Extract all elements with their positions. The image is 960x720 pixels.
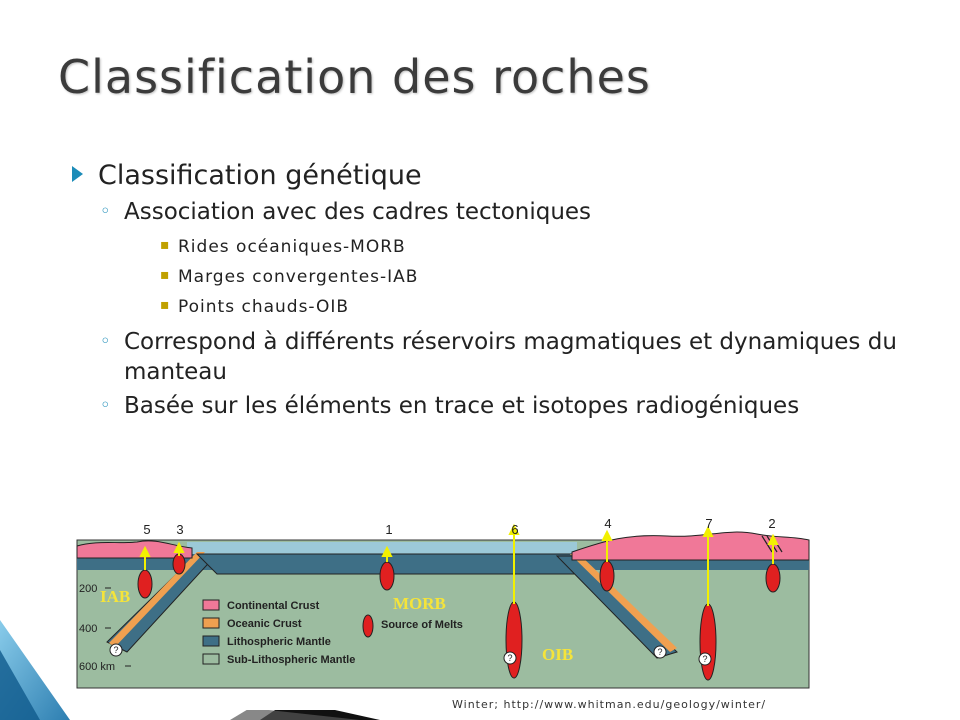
bullet-text: Marges convergentes-IAB bbox=[178, 267, 419, 287]
melt-7 bbox=[699, 603, 717, 681]
depth-axis: 200 400 600 km bbox=[79, 583, 131, 673]
legend-sub-lithospheric-mantle: Sub-Lithospheric Mantle bbox=[227, 654, 355, 666]
continental-crust-right bbox=[571, 531, 810, 561]
melt-5 bbox=[137, 569, 153, 599]
site-6: 6 bbox=[511, 522, 518, 537]
label-oib: OIB bbox=[542, 645, 573, 664]
depth-600: 600 km bbox=[79, 661, 115, 673]
legend-lithospheric-mantle: Lithospheric Mantle bbox=[227, 636, 331, 648]
bullet-level3: ▪ Rides océaniques-MORB bbox=[70, 237, 900, 257]
bullet-level3: ▪ Points chauds-OIB bbox=[70, 297, 900, 317]
label-morb: MORB bbox=[393, 594, 446, 613]
bullet-text: Basée sur les éléments en trace et isoto… bbox=[124, 393, 800, 419]
legend: Continental Crust Oceanic Crust Lithosph… bbox=[202, 599, 463, 666]
ascent-arrows bbox=[139, 523, 779, 606]
bullet-level2: ◦ Correspond à différents réservoirs mag… bbox=[70, 327, 900, 387]
svg-text:?: ? bbox=[702, 654, 707, 664]
bullet-text: Rides océaniques-MORB bbox=[178, 237, 406, 257]
oceanic-crust-right bbox=[570, 554, 677, 652]
bullet-list: Classification génétique ◦ Association a… bbox=[70, 160, 900, 425]
site-numbers: 5 3 1 6 4 7 2 bbox=[143, 516, 775, 537]
site-4: 4 bbox=[604, 516, 611, 531]
oceanic-crust-left bbox=[109, 552, 205, 647]
melt-4 bbox=[599, 560, 615, 592]
unknown-marks: ? ? ? ? bbox=[109, 643, 712, 666]
bullet-text: Correspond à différents réservoirs magma… bbox=[124, 329, 897, 385]
site-5: 5 bbox=[143, 522, 150, 537]
dot-bullet-icon: ▪ bbox=[160, 267, 171, 283]
circle-bullet-icon: ◦ bbox=[100, 201, 111, 222]
bullet-text: Association avec des cadres tectoniques bbox=[124, 199, 592, 225]
tectonic-diagram: 5 3 1 6 4 7 2 200 400 600 km ? bbox=[67, 512, 812, 710]
continental-crust-left bbox=[76, 540, 193, 559]
depth-400: 400 bbox=[79, 623, 97, 635]
legend-oceanic-crust: Oceanic Crust bbox=[227, 618, 302, 630]
melt-2 bbox=[765, 563, 781, 593]
figure-caption: Winter; http://www.whitman.edu/geology/w… bbox=[452, 698, 767, 711]
triangle-bullet-icon bbox=[72, 166, 83, 182]
site-7: 7 bbox=[705, 516, 712, 531]
bullet-level2: ◦ Association avec des cadres tectonique… bbox=[70, 197, 900, 227]
site-2: 2 bbox=[768, 516, 775, 531]
site-1: 1 bbox=[385, 522, 392, 537]
bullet-level3: ▪ Marges convergentes-IAB bbox=[70, 267, 900, 287]
circle-bullet-icon: ◦ bbox=[100, 331, 111, 352]
label-iab: IAB bbox=[100, 587, 130, 606]
melt-3 bbox=[172, 553, 186, 575]
legend-continental-crust: Continental Crust bbox=[227, 600, 320, 612]
melt-6 bbox=[505, 601, 523, 679]
svg-text:?: ? bbox=[113, 645, 118, 655]
bullet-text: Points chauds-OIB bbox=[178, 297, 350, 317]
bullet-level2: ◦ Basée sur les éléments en trace et iso… bbox=[70, 391, 900, 421]
depth-200: 200 bbox=[79, 583, 97, 595]
region-labels: IAB MORB OIB bbox=[100, 587, 573, 664]
bullet-level1: Classification génétique bbox=[70, 160, 900, 191]
dot-bullet-icon: ▪ bbox=[160, 297, 171, 313]
svg-text:?: ? bbox=[507, 653, 512, 663]
dot-bullet-icon: ▪ bbox=[160, 237, 171, 253]
slide-title: Classification des roches bbox=[58, 50, 651, 104]
site-3: 3 bbox=[176, 522, 183, 537]
circle-bullet-icon: ◦ bbox=[100, 395, 111, 416]
svg-text:?: ? bbox=[657, 647, 662, 657]
melt-1 bbox=[379, 561, 395, 591]
ocean-layer bbox=[187, 542, 577, 554]
bullet-text: Classification génétique bbox=[98, 160, 422, 191]
legend-source-of-melts: Source of Melts bbox=[381, 619, 463, 631]
